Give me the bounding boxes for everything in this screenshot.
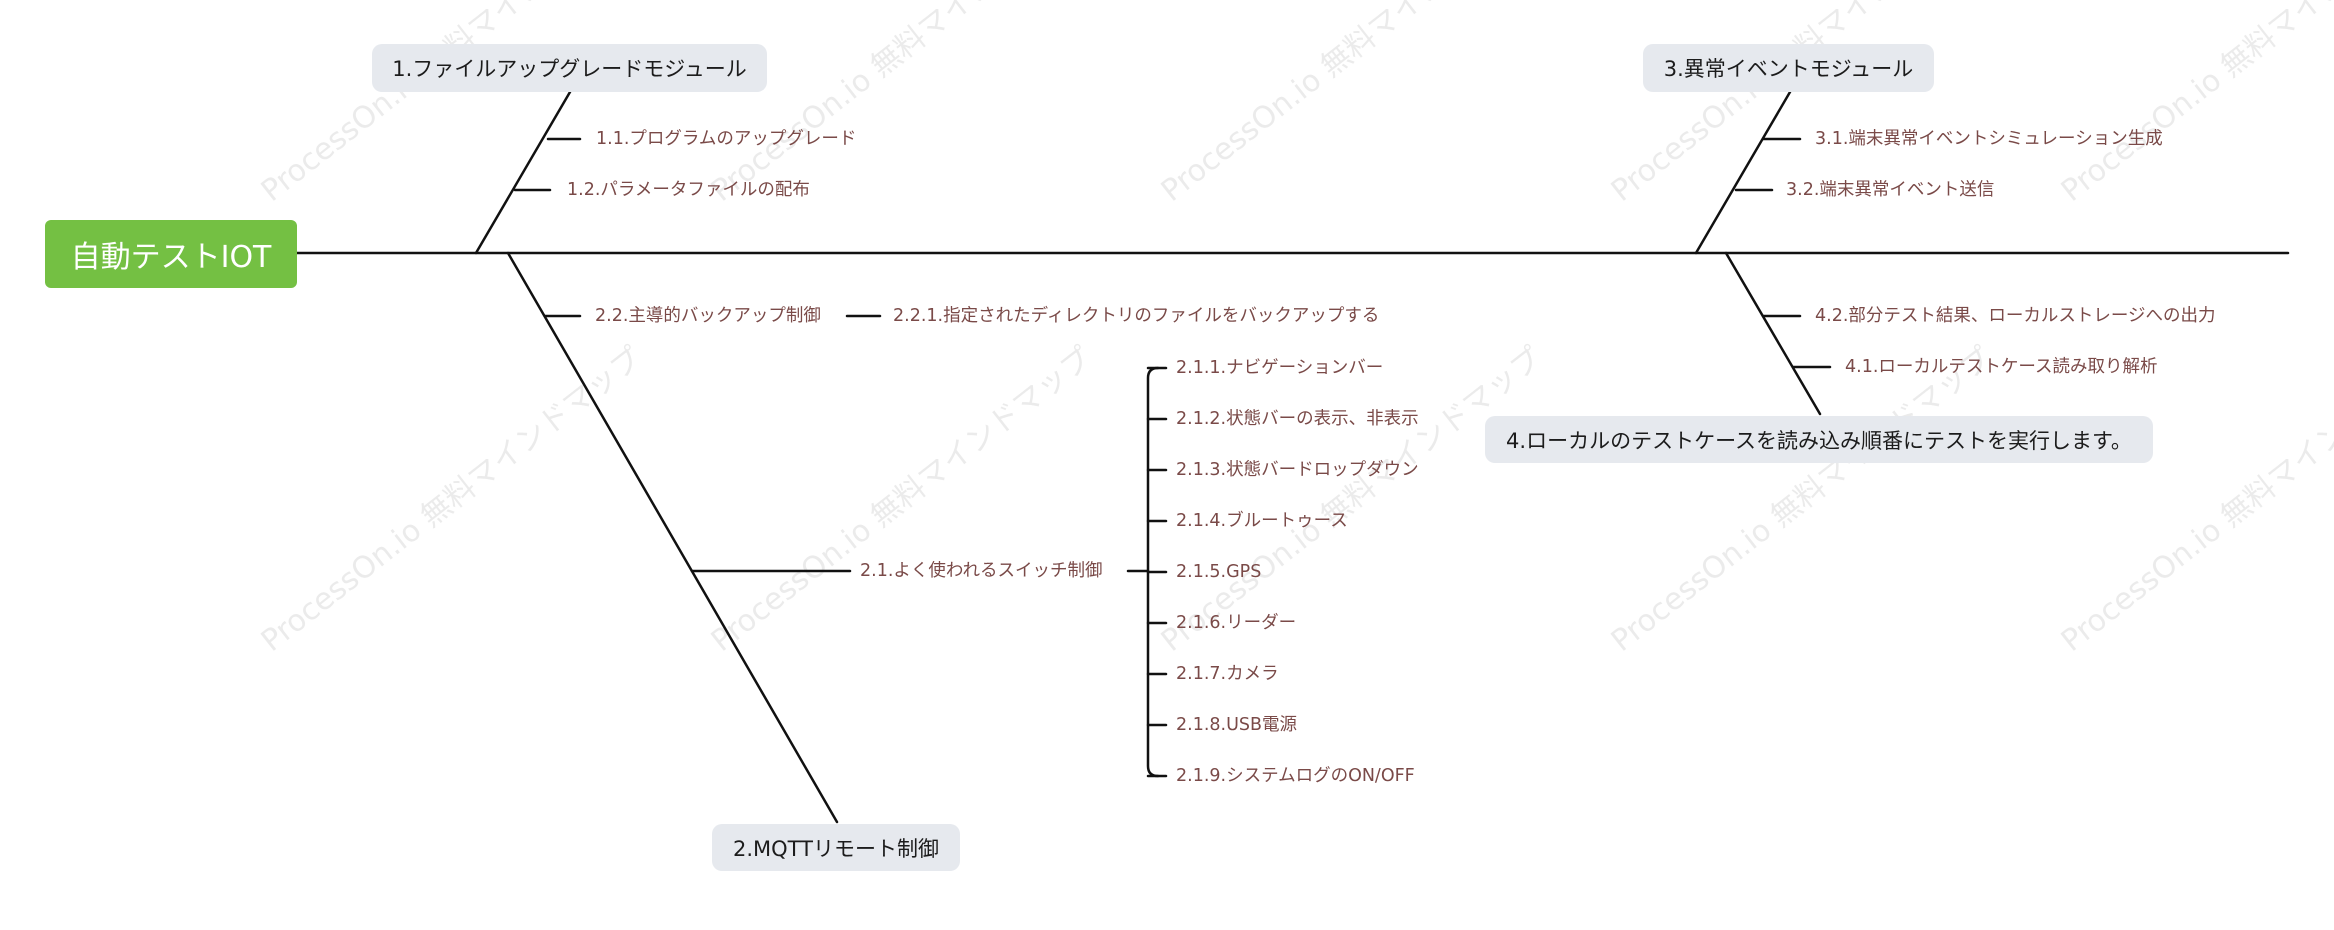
branch-1-item[interactable]: 1.2.パラメータファイルの配布 xyxy=(567,180,810,200)
branch-2-subitem[interactable]: 2.1.4.ブルートゥース xyxy=(1176,511,1348,531)
branch-2-subitem[interactable]: 2.1.8.USB電源 xyxy=(1176,715,1298,735)
branch-4-item[interactable]: 4.2.部分テスト結果、ローカルストレージへの出力 xyxy=(1815,306,2216,326)
branch-2-subitem[interactable]: 2.2.1.指定されたディレクトリのファイルをバックアップする xyxy=(893,306,1380,326)
branch-1-bone xyxy=(474,90,572,255)
branch-4-item[interactable]: 4.1.ローカルテストケース読み取り解析 xyxy=(1845,357,2158,377)
branch-2-subitem[interactable]: 2.1.6.リーダー xyxy=(1176,613,1297,633)
branch-3-node[interactable]: 3.異常イベントモジュール xyxy=(1643,44,1934,92)
branch-3-bone xyxy=(1694,90,1792,255)
branch-3-item[interactable]: 3.1.端末異常イベントシミュレーション生成 xyxy=(1815,129,2163,149)
branch-2-subitem[interactable]: 2.1.7.カメラ xyxy=(1176,664,1279,684)
branch-2-node[interactable]: 2.MQTTリモート制御 xyxy=(712,824,960,871)
branch-4-node[interactable]: 4.ローカルのテストケースを読み込み順番にテストを実行します。 xyxy=(1485,416,2153,463)
branch-2-subitem[interactable]: 2.1.3.状態バードロップダウン xyxy=(1176,460,1419,480)
branch-1-item[interactable]: 1.1.プログラムのアップグレード xyxy=(596,129,857,149)
branch-2-subitem[interactable]: 2.1.1.ナビゲーションバー xyxy=(1176,358,1384,378)
branch-2-subitem[interactable]: 2.1.9.システムログのON/OFF xyxy=(1176,766,1415,786)
branch-2-subitem[interactable]: 2.1.5.GPS xyxy=(1176,562,1262,582)
branch-2-subitem[interactable]: 2.1.2.状態バーの表示、非表示 xyxy=(1176,409,1419,429)
branch-4-bone xyxy=(1724,251,1822,416)
branch-3-item[interactable]: 3.2.端末異常イベント送信 xyxy=(1786,180,1995,200)
branch-2-item[interactable]: 2.1.よく使われるスイッチ制御 xyxy=(860,561,1103,581)
root-node[interactable]: 自動テストIOT xyxy=(45,220,297,288)
branch-1-node[interactable]: 1.ファイルアップグレードモジュール xyxy=(372,44,767,92)
branch-2-item[interactable]: 2.2.主導的バックアップ制御 xyxy=(595,306,821,326)
branch-2-bone xyxy=(506,251,839,824)
